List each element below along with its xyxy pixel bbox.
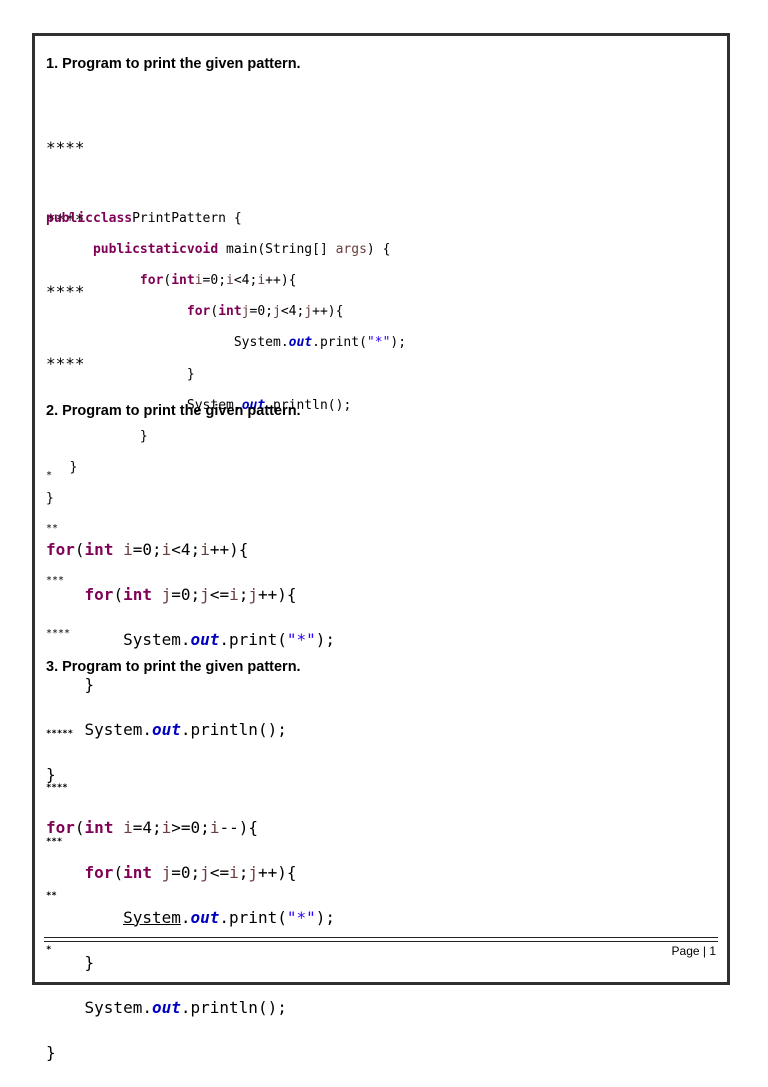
section-1-pattern: **** **** **** **** (46, 88, 85, 400)
pattern-line: *** (46, 837, 63, 847)
section-3-code: for(int i=4;i>=0;i--){ for(int j=0;j<=i;… (46, 794, 335, 1087)
pattern-line: ** (46, 522, 59, 534)
code-line: System.out.println(); (84, 997, 287, 1017)
code-line: for(int j=0;j<=i;j++){ (84, 584, 297, 604)
pattern-line: **** (46, 210, 85, 229)
code-line: for(intj=0;j<4;j++){ (186, 304, 344, 320)
pattern-line: **** (46, 354, 85, 373)
code-line: for(inti=0;i<4;i++){ (139, 272, 297, 288)
code-line: } (69, 460, 78, 476)
pattern-line: *** (46, 575, 65, 586)
section-2-code: for(int i=0;i<4;i++){ for(int j=0;j<=i;j… (46, 516, 335, 809)
section-1-heading: 1. Program to print the given pattern. (46, 56, 301, 72)
code-line: System.out.print("*"); (123, 629, 336, 649)
pattern-line: **** (46, 783, 68, 793)
code-line: publicclassPrintPattern { (46, 210, 242, 226)
code-line: } (84, 674, 95, 694)
section-2-pattern: * ** *** **** (46, 432, 70, 660)
code-line: } (46, 1042, 56, 1062)
pattern-line: * (46, 945, 52, 955)
code-line: System.out.print("*"); (123, 907, 336, 927)
footer-divider (44, 937, 718, 938)
page-frame (32, 33, 730, 985)
code-line: for(int i=0;i<4;i++){ (46, 539, 249, 559)
pattern-line: ***** (46, 729, 74, 739)
code-line: System.out.print("*"); (233, 335, 407, 351)
code-line: } (84, 952, 95, 972)
section-3-pattern: ***** **** *** ** * (46, 689, 73, 977)
pattern-line: * (46, 470, 53, 481)
code-line: } (186, 366, 195, 382)
code-line: System.out.println(); (84, 719, 287, 739)
section-3-heading: 3. Program to print the given pattern. (46, 659, 301, 675)
code-line: System.out.println(); (186, 397, 352, 413)
code-line: } (139, 428, 148, 444)
pattern-line: **** (46, 138, 85, 157)
pattern-line: **** (46, 627, 71, 639)
section-2-heading: 2. Program to print the given pattern. (46, 403, 301, 419)
pattern-line: **** (46, 282, 85, 301)
section-1-code: publicclassPrintPattern { publicstaticvo… (46, 195, 406, 522)
code-line: } (46, 491, 54, 507)
code-line: for(int j=0;j<=i;j++){ (84, 862, 297, 882)
code-line: for(int i=4;i>=0;i--){ (46, 817, 258, 837)
code-line: } (46, 764, 56, 784)
code-line: publicstaticvoid main(String[] args) { (92, 241, 391, 257)
footer-divider (44, 941, 718, 942)
page-number: Page | 1 (671, 944, 716, 958)
pattern-line: ** (46, 891, 57, 901)
